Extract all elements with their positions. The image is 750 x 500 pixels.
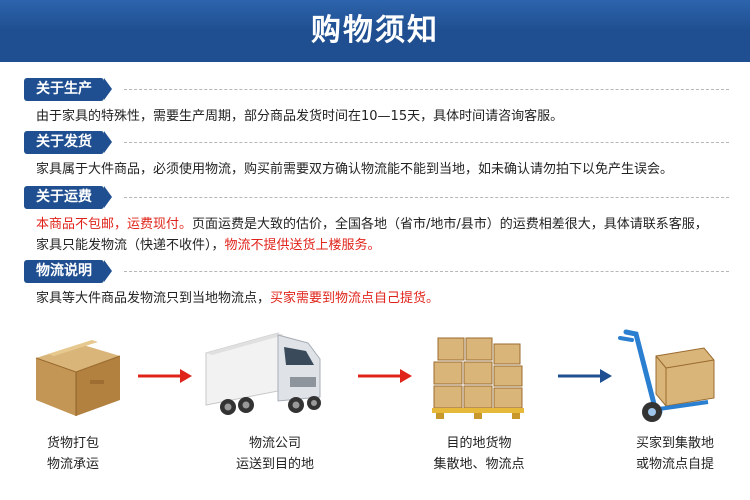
section-text: 由于家具的特殊性，需要生产周期，部分商品发货时间在10—15天，具体时间请咨询客…	[36, 109, 564, 124]
step-caption: 物流公司 运送到目的地	[210, 433, 340, 475]
body-text: 页面运费是大致的估价，全国各地（省市/地市/县市）的运费相差很大，具体请联系客服…	[36, 217, 708, 253]
divider	[124, 197, 729, 198]
arrow-right-icon	[558, 369, 612, 383]
caption-line: 买家到集散地	[635, 436, 714, 451]
header-banner: 购物须知	[0, 0, 750, 62]
caption-line: 集散地、物流点	[433, 457, 525, 472]
caption-line: 物流公司	[248, 436, 301, 451]
hand-truck-icon	[618, 329, 715, 422]
step-caption: 目的地货物 集散地、物流点	[414, 433, 544, 475]
step-caption: 买家到集散地 或物流点自提	[612, 433, 738, 475]
warehouse-pallet-icon	[432, 337, 524, 419]
step-caption: 货物打包 物流承运	[18, 433, 128, 475]
caption-line: 目的地货物	[446, 436, 512, 451]
caption-line: 或物流点自提	[635, 457, 714, 472]
page-title: 购物须知	[311, 13, 439, 48]
highlight-text: 本商品不包邮，运费现付。	[36, 217, 193, 232]
highlight-text: 买家需要到物流点自己提货。	[270, 291, 440, 306]
divider	[124, 271, 729, 272]
section-title: 关于生产	[24, 78, 112, 101]
section-text: 本商品不包邮，运费现付。页面运费是大致的估价，全国各地（省市/地市/县市）的运费…	[36, 214, 716, 256]
package-box-icon	[35, 340, 121, 416]
section-text: 家具属于大件商品，必须使用物流，购买前需要双方确认物流能不能到当地，如未确认请勿…	[36, 162, 674, 177]
divider	[124, 89, 729, 90]
truck-icon	[205, 332, 321, 415]
section-text: 家具等大件商品发物流只到当地物流点，买家需要到物流点自己提货。	[36, 288, 716, 309]
caption-line: 货物打包	[46, 436, 99, 451]
arrow-right-icon	[138, 369, 192, 383]
body-text: 家具等大件商品发物流只到当地物流点，	[36, 291, 271, 306]
header-shine	[0, 0, 750, 30]
divider	[124, 142, 729, 143]
caption-line: 物流承运	[46, 457, 99, 472]
caption-line: 运送到目的地	[235, 457, 314, 472]
section-title: 物流说明	[24, 260, 112, 283]
highlight-text: 物流不提供送货上楼服务。	[224, 238, 381, 253]
arrow-right-icon	[358, 369, 412, 383]
section-title: 关于运费	[24, 186, 112, 209]
section-title: 关于发货	[24, 131, 112, 154]
